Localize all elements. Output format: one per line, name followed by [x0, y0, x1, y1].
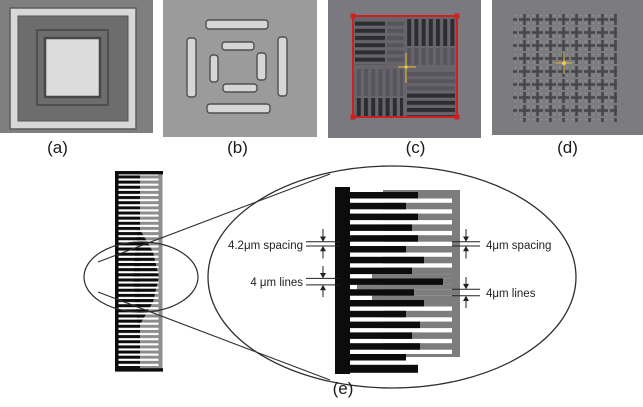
panel-label-d-text: (d): [557, 138, 578, 157]
dim-left-lines-label: 4 μm lines: [250, 277, 303, 289]
grating-quadrants: [355, 19, 455, 116]
dim-left-spacing: [306, 229, 340, 259]
grating-mark: [328, 0, 481, 138]
zoom-source-ellipse: [83, 241, 199, 313]
roi-corner-handles: [350, 13, 460, 120]
vernier-schematic: 4.2μm spacing 4 μm lines 4μm spacing: [83, 165, 577, 398]
box-in-box-mark: [0, 0, 153, 133]
dim-left-spacing-label: 4.2μm spacing: [228, 240, 303, 252]
dim-right-spacing-label: 4μm spacing: [486, 240, 551, 252]
cross-array-mark: [492, 0, 643, 135]
micrograph-d: [492, 0, 643, 135]
cross-array: [513, 12, 617, 122]
zoom-cone-lower-line: [97, 291, 331, 381]
zoom-cone-upper-line: [97, 173, 331, 263]
zoom-target-ellipse: [207, 165, 577, 389]
box-in-box-squares: [9, 7, 137, 130]
crosshair-icon: [398, 53, 416, 83]
micrograph-a: [0, 0, 153, 133]
panel-label-b: (b): [200, 137, 275, 159]
bar-in-bar-bars: [186, 19, 288, 114]
schematic-e: 4.2μm spacing 4 μm lines 4μm spacing: [0, 160, 643, 407]
dim-right-spacing: [452, 229, 480, 259]
panel-label-a: (a): [20, 137, 95, 159]
crosshair-icon: [556, 53, 572, 74]
micrograph-b: [163, 0, 317, 137]
panel-label-d: (d): [530, 137, 605, 159]
black-comb: [335, 187, 443, 374]
panel-label-c: (c): [378, 137, 453, 159]
dim-left-lines: [306, 266, 340, 297]
dim-right-lines-label: 4μm lines: [486, 288, 536, 300]
panel-label-b-text: (b): [227, 138, 248, 157]
vernier-strip: [115, 171, 163, 372]
panel-label-a-text: (a): [47, 138, 68, 157]
panel-label-e: (e): [333, 379, 354, 398]
bar-in-bar-mark: [163, 0, 317, 137]
dim-right-lines: [452, 277, 480, 308]
magnified-vernier: [335, 187, 460, 374]
gray-comb-teeth: [357, 274, 460, 300]
micrograph-c: [328, 0, 481, 138]
panel-label-c-text: (c): [405, 138, 426, 157]
